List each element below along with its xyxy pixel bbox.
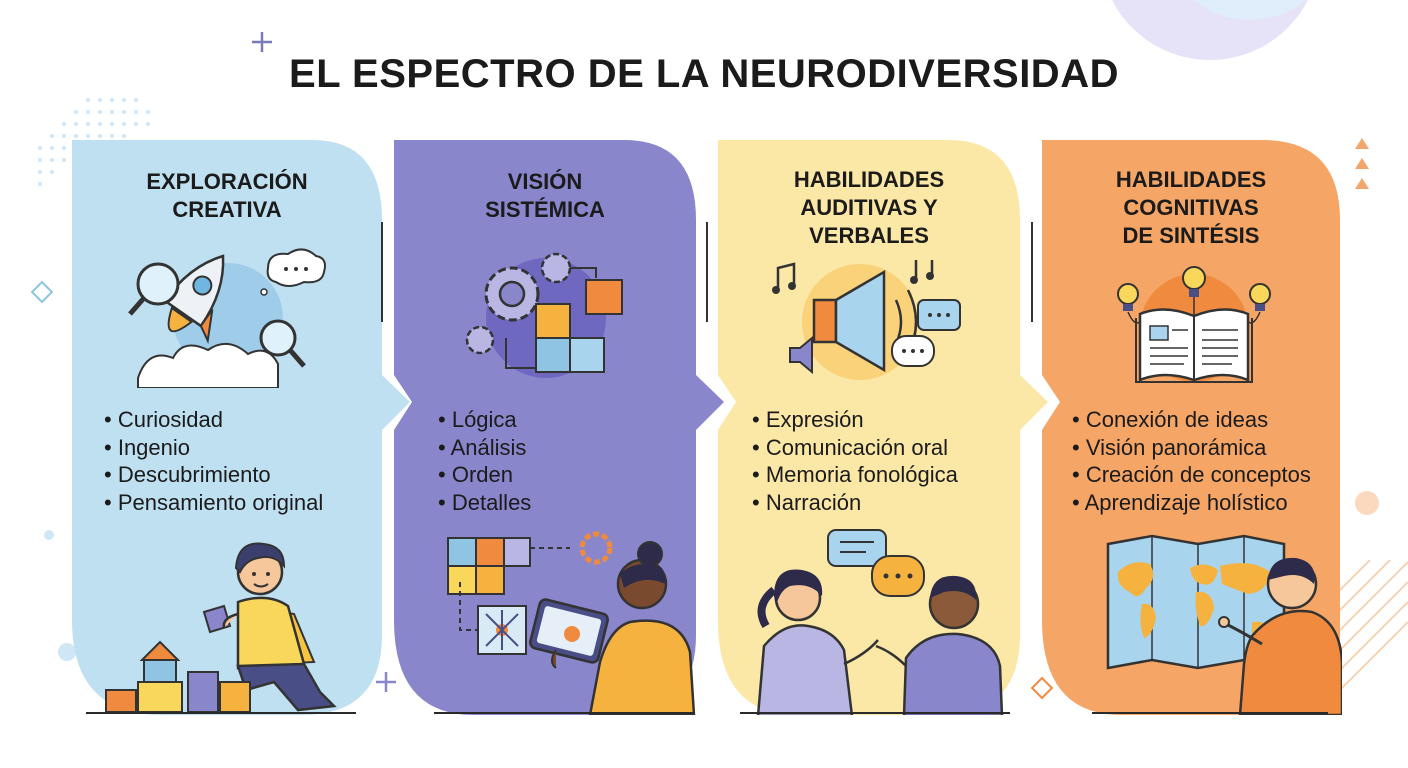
- panel-heading: VISIÓN SISTÉMICA: [394, 168, 696, 224]
- list-item: Detalles: [438, 489, 531, 517]
- panel-exploracion-creativa: EXPLORACIÓN CREATIVA Curiosidad Ingenio …: [72, 140, 412, 715]
- list-item: Descubrimiento: [104, 461, 323, 489]
- dot-decoration: [44, 530, 54, 540]
- trait-list: Conexión de ideas Visión panorámica Crea…: [1072, 406, 1311, 516]
- ground-line: [86, 712, 356, 714]
- heading-line: AUDITIVAS Y: [800, 195, 938, 220]
- panel-divider: [706, 222, 708, 322]
- speaker-music-icon: [772, 260, 961, 380]
- ground-line: [434, 712, 694, 714]
- trait-list: Expresión Comunicación oral Memoria fono…: [752, 406, 958, 516]
- ground-line: [1092, 712, 1328, 714]
- heading-line: VERBALES: [809, 223, 929, 248]
- line-pattern-decoration: [1330, 560, 1408, 690]
- child-building-blocks-illustration: [105, 542, 337, 713]
- heading-line: DE SINTÉSIS: [1122, 223, 1260, 248]
- diamond-decoration: [1030, 676, 1054, 700]
- dot-decoration: [58, 643, 76, 661]
- heading-line: CREATIVA: [172, 197, 282, 222]
- panel-habilidades-cognitivas: HABILIDADES COGNITIVAS DE SINTÉSIS Conex…: [1042, 140, 1342, 715]
- rocket-magnifier-icon: [128, 248, 326, 388]
- plus-sign-decoration: [376, 672, 396, 692]
- panel-heading: EXPLORACIÓN CREATIVA: [72, 168, 382, 224]
- plus-sign-decoration: [252, 32, 272, 52]
- list-item: Narración: [752, 489, 958, 517]
- dot-pattern-decoration: [38, 98, 150, 186]
- list-item: Visión panorámica: [1072, 434, 1311, 462]
- gears-puzzle-icon: [465, 252, 623, 378]
- ground-line: [740, 712, 1010, 714]
- list-item: Orden: [438, 461, 531, 489]
- panel-heading: HABILIDADES AUDITIVAS Y VERBALES: [718, 166, 1020, 250]
- panel-divider: [1031, 222, 1033, 322]
- list-item: Conexión de ideas: [1072, 406, 1311, 434]
- heading-line: VISIÓN: [507, 169, 583, 194]
- corner-circle-decoration: [1112, 0, 1308, 60]
- heading-line: COGNITIVAS: [1123, 195, 1259, 220]
- heading-line: HABILIDADES: [1115, 167, 1267, 192]
- list-item: Comunicación oral: [752, 434, 958, 462]
- heading-line: EXPLORACIÓN: [146, 169, 308, 194]
- heading-line: SISTÉMICA: [485, 197, 605, 222]
- open-book-lightbulbs-icon: [1117, 266, 1271, 383]
- trait-list: Lógica Análisis Orden Detalles: [438, 406, 532, 517]
- panel-heading: HABILIDADES COGNITIVAS DE SINTÉSIS: [1042, 166, 1340, 250]
- panel-habilidades-auditivas: HABILIDADES AUDITIVAS Y VERBALES Expresi…: [718, 140, 1058, 715]
- list-item: Curiosidad: [104, 406, 323, 434]
- panel-vision-sistemica: VISIÓN SISTÉMICA Lógica Análisis Orden D…: [394, 140, 734, 715]
- list-item: Aprendizaje holístico: [1072, 489, 1311, 517]
- triangles-decoration: [1355, 138, 1369, 189]
- list-item: Lógica: [438, 406, 531, 434]
- circle-decoration: [1355, 491, 1379, 515]
- person-with-tablet-illustration: [447, 531, 696, 715]
- list-item: Análisis: [438, 434, 531, 462]
- list-item: Memoria fonológica: [752, 461, 958, 489]
- two-people-talking-illustration: [756, 529, 1004, 715]
- diamond-decoration: [30, 280, 54, 304]
- list-item: Creación de conceptos: [1072, 461, 1311, 489]
- list-item: Ingenio: [104, 434, 323, 462]
- list-item: Expresión: [752, 406, 958, 434]
- trait-list: Curiosidad Ingenio Descubrimiento Pensam…: [104, 406, 323, 516]
- page-title: EL ESPECTRO DE LA NEURODIVERSIDAD: [289, 52, 1119, 96]
- heading-line: HABILIDADES: [793, 167, 945, 192]
- person-with-world-map-illustration: [1106, 534, 1342, 715]
- list-item: Pensamiento original: [104, 489, 323, 517]
- panel-divider: [381, 222, 383, 322]
